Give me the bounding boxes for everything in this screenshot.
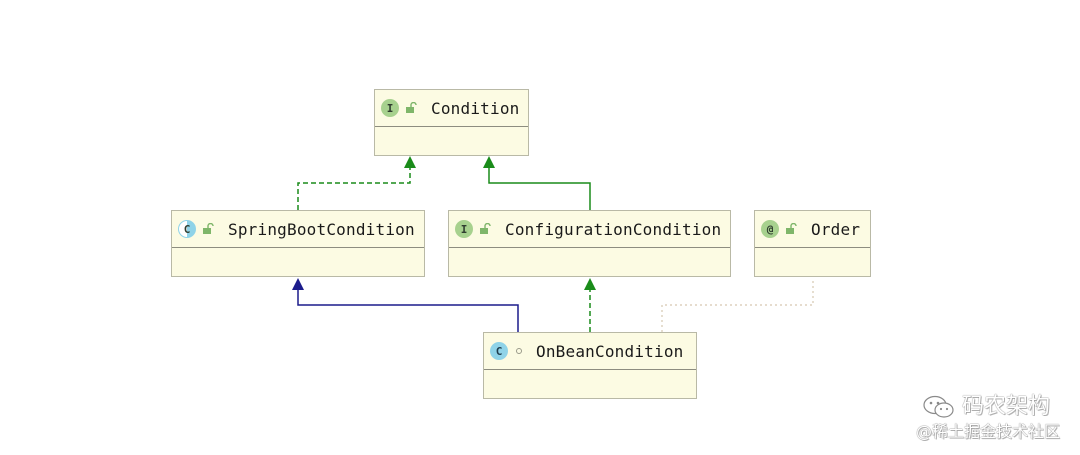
edge-onbean-to-configuration: [584, 278, 596, 332]
edge-configuration-to-condition: [483, 156, 591, 210]
watermark-title: 码农架构: [961, 394, 1050, 419]
watermark: 码农架构 @稀土掘金技术社区: [916, 394, 1060, 442]
node-configuration-condition[interactable]: I ConfigurationCondition: [448, 210, 731, 277]
node-spring-boot-condition-name: SpringBootCondition: [228, 219, 415, 239]
edge-onbean-to-order: [661, 278, 814, 332]
node-configuration-condition-header: I ConfigurationCondition: [449, 211, 730, 248]
node-condition-name: Condition: [431, 98, 520, 118]
node-on-bean-condition-name: OnBeanCondition: [536, 341, 684, 361]
edge-springboot-to-condition: [297, 156, 416, 210]
node-order-header: @ Order: [755, 211, 870, 248]
node-order-name: Order: [811, 219, 861, 239]
node-on-bean-condition[interactable]: C OnBeanCondition: [483, 332, 697, 399]
node-configuration-condition-name: ConfigurationCondition: [505, 219, 722, 239]
node-on-bean-condition-header: C OnBeanCondition: [484, 333, 696, 370]
node-spring-boot-condition-header: C SpringBootCondition: [172, 211, 424, 248]
node-spring-boot-condition[interactable]: C SpringBootCondition: [171, 210, 425, 277]
package-private-dot-icon: [516, 348, 522, 354]
public-lock-icon: [480, 223, 491, 234]
node-condition[interactable]: I Condition: [374, 89, 529, 156]
class-badge-icon: C: [490, 342, 508, 360]
node-order[interactable]: @ Order: [754, 210, 871, 277]
public-lock-icon: [406, 102, 417, 113]
watermark-subtitle: @稀土掘金技术社区: [915, 422, 1060, 441]
public-lock-icon: [203, 223, 214, 234]
wechat-icon: [923, 395, 954, 418]
public-lock-icon: [786, 223, 797, 234]
interface-badge-icon: I: [381, 99, 399, 117]
edge-onbean-to-springboot: [292, 278, 519, 332]
node-condition-header: I Condition: [375, 90, 528, 127]
annotation-badge-icon: @: [761, 220, 779, 238]
abstract-class-badge-icon: C: [178, 220, 196, 238]
interface-badge-icon: I: [455, 220, 473, 238]
